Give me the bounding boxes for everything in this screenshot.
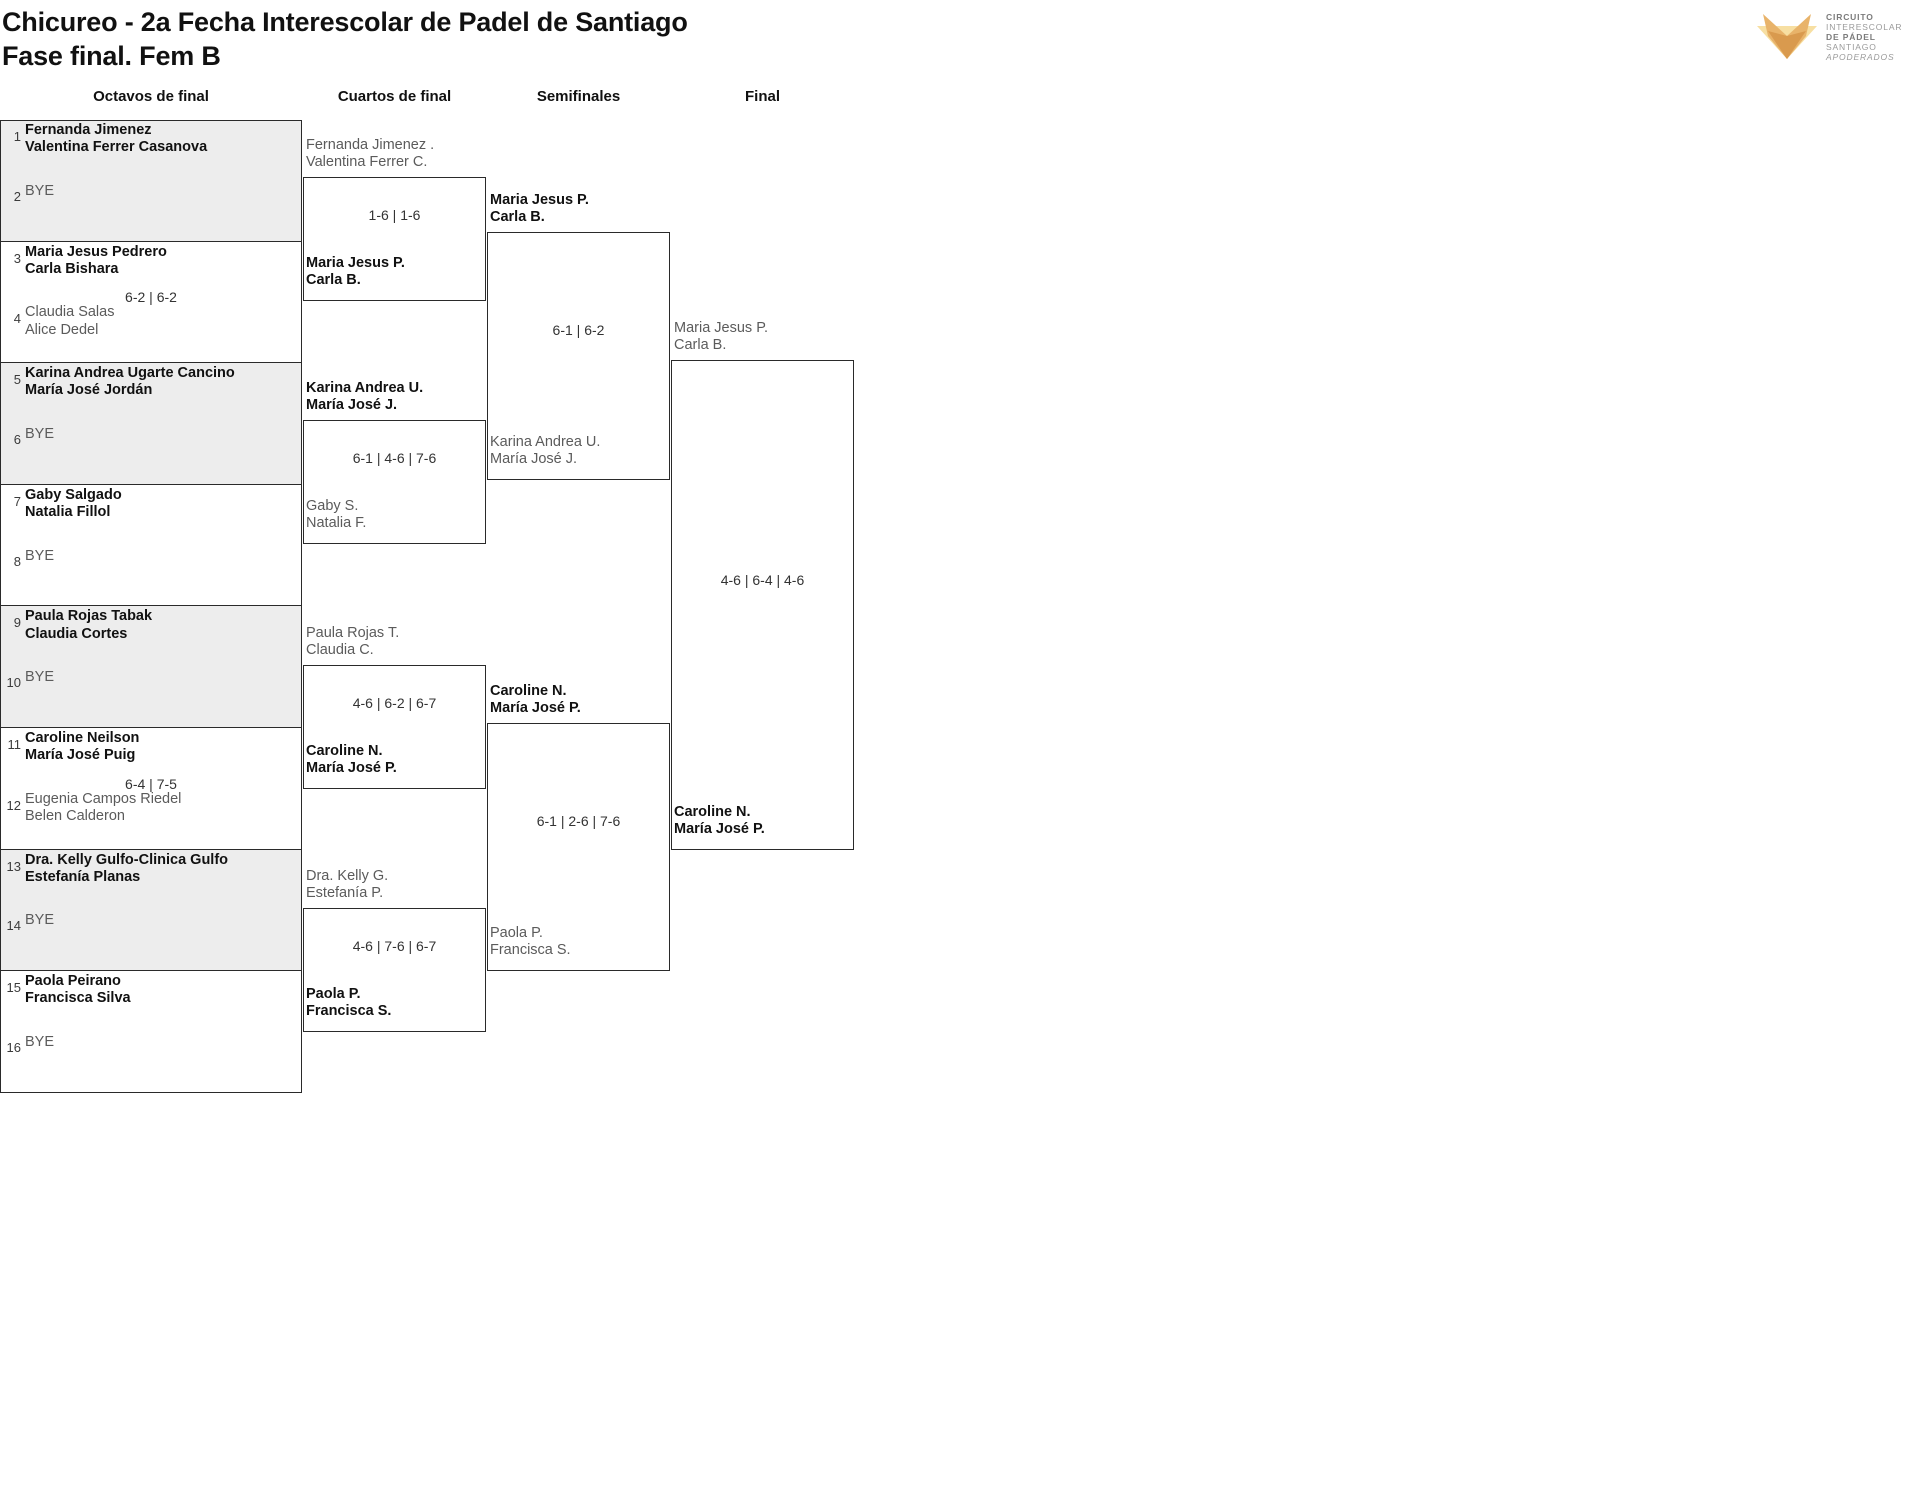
qf-4-bottom-team: Paola P.Francisca S. <box>306 986 392 1020</box>
logo-line-2: INTERESCOLAR <box>1826 22 1903 33</box>
seed-number: 16 <box>6 1040 21 1055</box>
tournament-logo: CIRCUITO INTERESCOLAR DE PÁDEL SANTIAGO … <box>1756 8 1916 64</box>
logo-line-4: SANTIAGO <box>1826 42 1877 53</box>
round1-match-block[interactable] <box>0 241 302 364</box>
qf-3-top-team: Paula Rojas T.Claudia C. <box>306 625 400 659</box>
round1-match-block[interactable] <box>0 484 302 607</box>
sf-1-score: 6-1 | 6-2 <box>552 322 605 338</box>
bye-label: BYE <box>25 1034 55 1050</box>
round1-score: 6-4 | 7-5 <box>125 775 177 792</box>
seed-number: 5 <box>13 372 21 388</box>
bye-label: BYE <box>25 182 55 199</box>
logo-line-1: CIRCUITO <box>1826 12 1874 22</box>
seed-number: 13 <box>6 858 21 874</box>
bye-label: BYE <box>25 912 55 929</box>
round1-match-block[interactable] <box>0 971 302 1093</box>
qf-4-box[interactable] <box>303 908 486 1032</box>
final-top-team: Maria Jesus P.Carla B. <box>674 320 769 354</box>
round-header-cuartos: Cuartos de final <box>337 88 452 105</box>
title-line-1: Chicureo - 2a Fecha Interescolar de Pade… <box>2 7 688 37</box>
logo-text: CIRCUITO INTERESCOLAR DE PÁDEL SANTIAGO … <box>1826 12 1902 62</box>
seed-number: 14 <box>6 918 21 934</box>
seed-number: 11 <box>7 737 22 752</box>
round1-match-block[interactable] <box>0 728 302 850</box>
bye-label: BYE <box>25 669 55 686</box>
round1-match-block[interactable] <box>0 849 302 972</box>
qf-4-top-team: Dra. Kelly G.Estefanía P. <box>306 868 389 902</box>
page-title: Chicureo - 2a Fecha Interescolar de Pade… <box>2 6 688 74</box>
seed-number: 4 <box>13 311 21 327</box>
qf-1-score: 1-6 | 1-6 <box>368 207 421 223</box>
qf-1-bottom-team: Maria Jesus P.Carla B. <box>306 255 405 289</box>
sf-1-top-team: Maria Jesus P.Carla B. <box>490 192 589 226</box>
round-header-octavos: Octavos de final <box>93 88 209 105</box>
round1-match-block[interactable] <box>0 363 302 485</box>
seed-number: 15 <box>6 980 21 996</box>
logo-line-3: DE PÁDEL <box>1826 32 1876 43</box>
round1-match-block[interactable] <box>0 606 302 728</box>
final-bottom-team: Caroline N.María José P. <box>674 804 765 838</box>
qf-2-bottom-team: Gaby S.Natalia F. <box>306 498 367 532</box>
qf-1-box[interactable] <box>303 177 486 301</box>
bye-label: BYE <box>25 426 55 442</box>
title-line-2: Fase final. Fem B <box>2 40 221 71</box>
round-header-final: Final <box>744 88 780 105</box>
sf-2-score: 6-1 | 2-6 | 7-6 <box>536 813 621 829</box>
final-score: 4-6 | 6-4 | 4-6 <box>720 572 805 588</box>
seed-number: 2 <box>13 188 21 204</box>
seed-number: 8 <box>13 553 21 569</box>
final-box[interactable] <box>671 360 854 850</box>
sf-2-top-team: Caroline N.María José P. <box>490 683 581 717</box>
seed-number: 7 <box>13 493 21 509</box>
seed-number: 3 <box>13 250 21 266</box>
seed-number: 12 <box>6 797 21 813</box>
qf-2-score: 6-1 | 4-6 | 7-6 <box>352 450 437 466</box>
seed-number: 10 <box>6 675 21 691</box>
round-header-semifinales: Semifinales <box>536 88 621 105</box>
qf-4-score: 4-6 | 7-6 | 6-7 <box>352 938 437 954</box>
sf-2-bottom-team: Paola P.Francisca S. <box>490 925 571 959</box>
qf-2-box[interactable] <box>303 420 486 544</box>
round1-match-block[interactable] <box>0 120 302 242</box>
sf-1-box[interactable] <box>487 232 670 480</box>
qf-3-score: 4-6 | 6-2 | 6-7 <box>352 695 437 711</box>
round1-score: 6-2 | 6-2 <box>125 289 177 306</box>
seed-number: 1 <box>13 129 21 144</box>
qf-3-bottom-team: Caroline N.María José P. <box>306 743 397 777</box>
circuito-fox-logo-icon <box>1757 14 1817 59</box>
bye-label: BYE <box>25 547 55 564</box>
sf-1-bottom-team: Karina Andrea U.María José J. <box>490 434 601 468</box>
sf-2-box[interactable] <box>487 723 670 971</box>
qf-3-box[interactable] <box>303 665 486 789</box>
logo-line-5: APODERADOS <box>1826 52 1895 63</box>
seed-number: 9 <box>13 615 21 631</box>
seed-number: 6 <box>13 432 21 447</box>
qf-2-top-team: Karina Andrea U.María José J. <box>306 380 424 414</box>
qf-1-top-team: Fernanda Jimenez .Valentina Ferrer C. <box>306 137 435 171</box>
